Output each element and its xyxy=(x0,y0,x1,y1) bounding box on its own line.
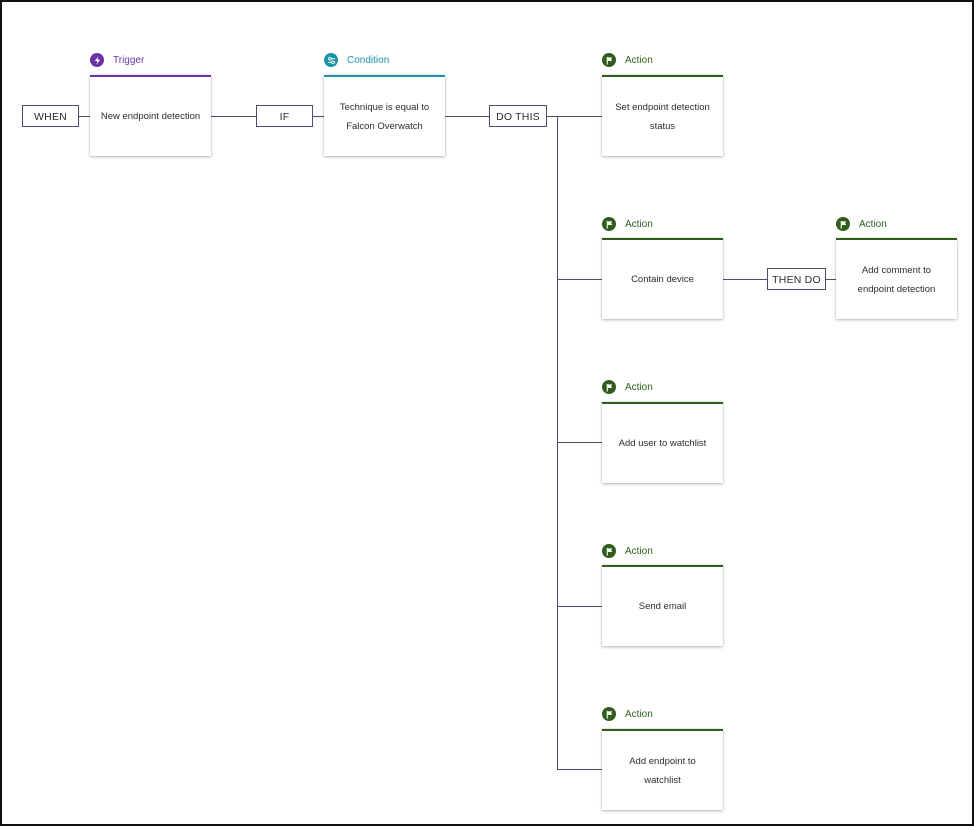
condition-card[interactable]: Technique is equal to Falcon Overwatch xyxy=(324,75,445,156)
action-3-card-text: Add comment to endpoint detection xyxy=(857,264,936,295)
condition-sliders-icon xyxy=(324,53,338,67)
flag-icon xyxy=(602,217,616,231)
action-6-label: Action xyxy=(602,706,653,722)
condition-card-text: Technique is equal to Falcon Overwatch xyxy=(339,101,430,132)
flag-icon xyxy=(602,380,616,394)
action-5-type-text: Action xyxy=(625,545,653,557)
action-4-card-text: Add user to watchlist xyxy=(618,438,707,449)
trigger-type-text: Trigger xyxy=(113,54,145,66)
flag-icon xyxy=(602,707,616,721)
action-card-add-endpoint-to-watchlist[interactable]: Add endpoint to watchlist xyxy=(602,729,723,810)
lightning-bolt-icon xyxy=(90,53,104,67)
action-1-card-text: Set endpoint detection status xyxy=(615,101,710,132)
do-this-connector[interactable]: DO THIS xyxy=(489,105,547,127)
trigger-card[interactable]: New endpoint detection xyxy=(90,75,211,156)
action-4-type-text: Action xyxy=(625,381,653,393)
action-card-set-endpoint-detection-status[interactable]: Set endpoint detection status xyxy=(602,75,723,156)
action-2-type-text: Action xyxy=(625,218,653,230)
action-card-send-email[interactable]: Send email xyxy=(602,565,723,646)
action-6-card-text: Add endpoint to watchlist xyxy=(629,755,696,786)
trigger-node-label: Trigger xyxy=(90,52,144,68)
action-1-type-text: Action xyxy=(625,54,653,66)
if-connector[interactable]: IF xyxy=(256,105,313,127)
action-5-card-text: Send email xyxy=(638,601,687,612)
condition-node-label: Condition xyxy=(324,52,389,68)
action-4-label: Action xyxy=(602,379,653,395)
action-card-add-comment-to-endpoint-detection[interactable]: Add comment to endpoint detection xyxy=(836,238,957,319)
action-5-label: Action xyxy=(602,543,653,559)
action-card-contain-device[interactable]: Contain device xyxy=(602,238,723,319)
flag-icon xyxy=(602,544,616,558)
action-2-label: Action xyxy=(602,216,653,232)
trigger-card-text: New endpoint detection xyxy=(100,111,201,122)
action-6-type-text: Action xyxy=(625,708,653,720)
action-3-label: Action xyxy=(836,216,887,232)
action-2-card-text: Contain device xyxy=(631,274,694,285)
action-card-add-user-to-watchlist[interactable]: Add user to watchlist xyxy=(602,402,723,483)
flag-icon xyxy=(836,217,850,231)
then-do-connector[interactable]: THEN DO xyxy=(767,268,826,290)
condition-type-text: Condition xyxy=(347,54,390,66)
when-connector[interactable]: WHEN xyxy=(22,105,79,127)
action-3-type-text: Action xyxy=(859,218,887,230)
action-1-label: Action xyxy=(602,52,653,68)
flag-icon xyxy=(602,53,616,67)
